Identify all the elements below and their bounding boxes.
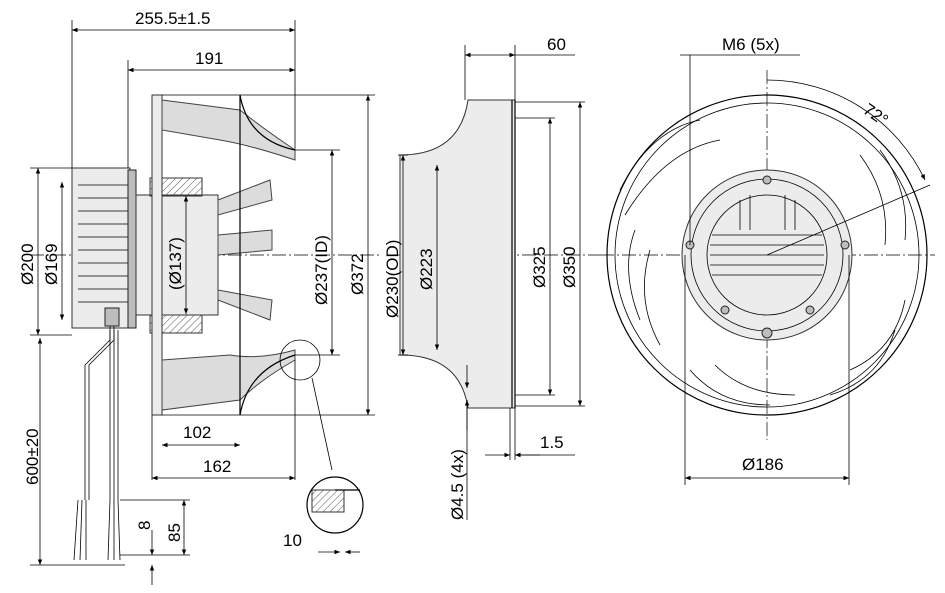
inner-rim (614, 102, 920, 408)
angle-arc (766, 79, 926, 181)
outer-rim (606, 94, 928, 416)
blade-depth-label: 102 (183, 423, 211, 442)
front-blades (619, 119, 907, 406)
cables (73, 307, 121, 561)
lip-10-label: 10 (283, 531, 302, 550)
cable-gland (104, 307, 120, 327)
thread-label: M6 (5x) (722, 35, 780, 54)
ring-inner-label: Ø223 (417, 248, 436, 290)
ring-holes-label: Ø4.5 (4x) (448, 449, 467, 520)
detail-circle (279, 339, 321, 381)
hub-section-top (149, 177, 203, 197)
side-view: 255.5±1.5 191 102 162 10 Ø200 Ø169 (Ø137… (18, 9, 380, 585)
mounting-holes (685, 175, 850, 339)
inlet-id-label: Ø237(ID) (312, 235, 331, 305)
ring-outer-label: Ø350 (560, 246, 579, 288)
detail-zoom (306, 476, 364, 534)
strip-8-label: 8 (135, 521, 154, 530)
hub-dia-label: (Ø137) (166, 237, 185, 290)
motor-dia-label: Ø200 (18, 243, 37, 285)
motor-body (71, 167, 131, 329)
strip-85-label: 85 (165, 523, 184, 542)
impeller-length-label: 191 (195, 49, 223, 68)
back-plate (151, 94, 163, 416)
detail-section (311, 489, 345, 513)
inlet-ring-view: 60 Ø230(OD) Ø223 Ø325 Ø350 Ø4.5 (4x) 1.5 (383, 35, 600, 520)
bolt-circle-label: Ø186 (742, 455, 784, 474)
depth-162-label: 162 (203, 457, 231, 476)
mount-flange (127, 169, 137, 329)
outer-dia-label: Ø372 (348, 253, 367, 295)
ring-thickness-label: 1.5 (540, 433, 564, 452)
shroud-bottom (239, 354, 296, 416)
ring-width-label: 60 (547, 35, 566, 54)
ring-od-label: Ø230(OD) (383, 240, 402, 318)
shroud-top (239, 94, 296, 151)
ring-pitch-label: Ø325 (530, 246, 549, 288)
angle-label: 72° (860, 100, 892, 130)
hub-section-bottom (149, 314, 203, 334)
cable-length-label: 600±20 (23, 428, 42, 485)
overall-length-label: 255.5±1.5 (135, 9, 211, 28)
front-view: M6 (5x) 72° Ø186 (600, 35, 935, 485)
flange-dia-label: Ø169 (42, 243, 61, 285)
motor-fins (78, 184, 128, 303)
